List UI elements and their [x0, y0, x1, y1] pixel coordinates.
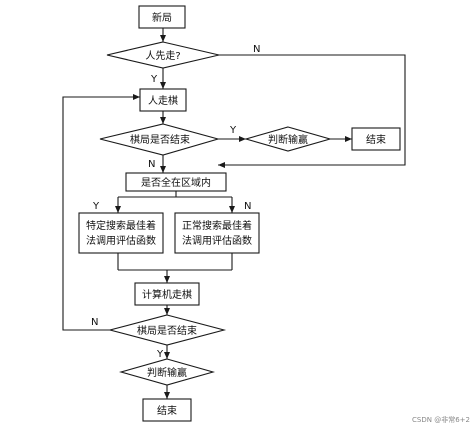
- label-y-game-over-2: Y: [156, 349, 164, 360]
- connectors: [62, 28, 406, 399]
- node-q-game-over-2-text: 棋局是否结束: [137, 324, 197, 337]
- node-end-1: 结束: [351, 127, 401, 151]
- node-q-game-over-1: 棋局是否结束: [99, 123, 221, 156]
- node-computer-move: 计算机走棋: [134, 282, 200, 306]
- node-judge-2: 判断输赢: [118, 358, 216, 386]
- node-special-search: 特定搜索最佳着 法调用评估函数: [78, 212, 164, 254]
- arrow-q3-no-loop: [62, 94, 140, 331]
- label-n-human-first: N: [253, 44, 260, 55]
- node-special-search-line1: 特定搜索最佳着: [86, 219, 156, 232]
- node-special-search-line2: 法调用评估函数: [86, 234, 156, 247]
- node-end-1-text: 结束: [366, 133, 386, 146]
- label-n-game-over-2: N: [91, 317, 98, 328]
- label-n-game-over-1: N: [148, 159, 155, 170]
- node-normal-search-line1: 正常搜索最佳着: [182, 219, 252, 232]
- node-end-2: 结束: [142, 398, 192, 422]
- label-y-area: Y: [92, 201, 100, 212]
- node-start-text: 新局: [152, 11, 172, 24]
- node-q-human-first-text: 人先走?: [145, 50, 180, 62]
- node-normal-search-line2: 法调用评估函数: [182, 234, 252, 247]
- branch-labels: N Y Y N Y N N Y: [91, 44, 260, 360]
- node-judge-2-text: 判断输赢: [147, 366, 187, 379]
- node-human-move: 人走棋: [139, 88, 187, 112]
- node-q-game-over-2: 棋局是否结束: [107, 314, 227, 346]
- node-computer-move-text: 计算机走棋: [142, 288, 192, 301]
- node-q-game-over-1-text: 棋局是否结束: [130, 133, 190, 146]
- node-q-all-in-area: 是否全在区域内: [125, 172, 227, 192]
- arrow-q1-no-loop: [218, 54, 406, 168]
- label-n-area: N: [244, 201, 251, 212]
- watermark: CSDN @非常6+2: [412, 415, 470, 424]
- node-end-2-text: 结束: [157, 404, 177, 417]
- label-y-human-first: Y: [150, 74, 158, 85]
- node-human-move-text: 人走棋: [148, 94, 178, 107]
- node-judge-1-text: 判断输赢: [268, 133, 308, 146]
- node-normal-search: 正常搜索最佳着 法调用评估函数: [174, 212, 260, 254]
- node-judge-1: 判断输赢: [243, 126, 333, 152]
- node-start: 新局: [138, 5, 186, 29]
- node-q-human-first: 人先走?: [106, 41, 220, 69]
- label-y-game-over-1: Y: [229, 125, 237, 136]
- node-q-all-in-area-text: 是否全在区域内: [141, 176, 211, 189]
